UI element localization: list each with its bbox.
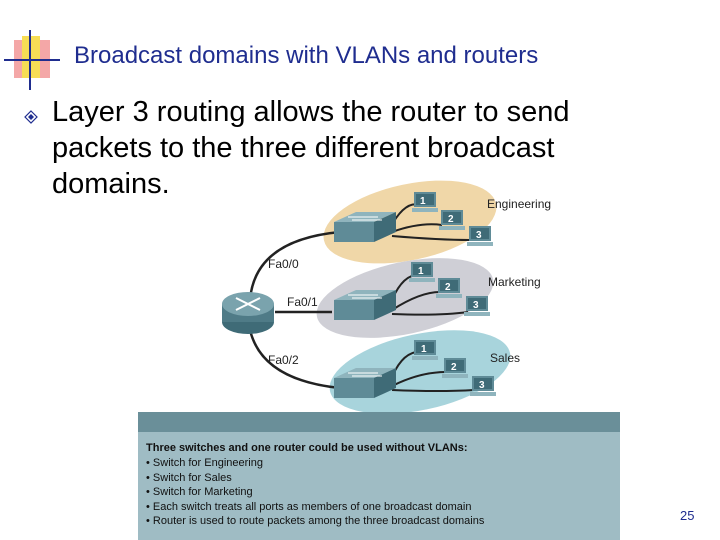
pc-icons — [409, 192, 496, 396]
group-label-sales: Sales — [490, 351, 520, 365]
note-item: Switch for Marketing — [146, 485, 620, 500]
pc-number: 3 — [476, 230, 482, 241]
router — [222, 292, 274, 334]
group-label-marketing: Marketing — [488, 275, 541, 289]
note-item: Switch for Engineering — [146, 456, 620, 471]
note-item: Each switch treats all ports as members … — [146, 500, 620, 515]
slide-title: Broadcast domains with VLANs and routers — [74, 42, 539, 69]
note-item: Switch for Sales — [146, 471, 620, 486]
note-item: Router is used to route packets among th… — [146, 514, 620, 529]
switch-engineering — [334, 212, 396, 242]
note-list: Switch for Engineering Switch for Sales … — [146, 456, 620, 529]
pc-number: 2 — [451, 362, 457, 373]
pc-number: 2 — [445, 282, 451, 293]
page-number: 25 — [680, 508, 695, 523]
note-box: Three switches and one router could be u… — [138, 412, 620, 540]
switch-marketing — [334, 290, 396, 320]
switch-sales — [334, 368, 396, 398]
corner-decoration — [4, 30, 60, 90]
pc-number: 2 — [448, 214, 454, 225]
group-label-engineering: Engineering — [487, 197, 551, 211]
pc-number: 1 — [421, 344, 427, 355]
interface-label: Fa0/1 — [287, 295, 318, 309]
pc-number: 1 — [418, 266, 424, 277]
pc-number: 3 — [479, 380, 485, 391]
pc-number: 1 — [420, 196, 426, 207]
diamond-bullet-icon — [24, 110, 38, 124]
interface-label: Fa0/2 — [268, 353, 299, 367]
engineering-domain-shape — [323, 180, 497, 264]
pc-number: 3 — [473, 300, 479, 311]
bullet-text: Layer 3 routing allows the router to sen… — [52, 96, 570, 200]
note-title: Three switches and one router could be u… — [146, 442, 468, 454]
interface-label: Fa0/0 — [268, 257, 299, 271]
